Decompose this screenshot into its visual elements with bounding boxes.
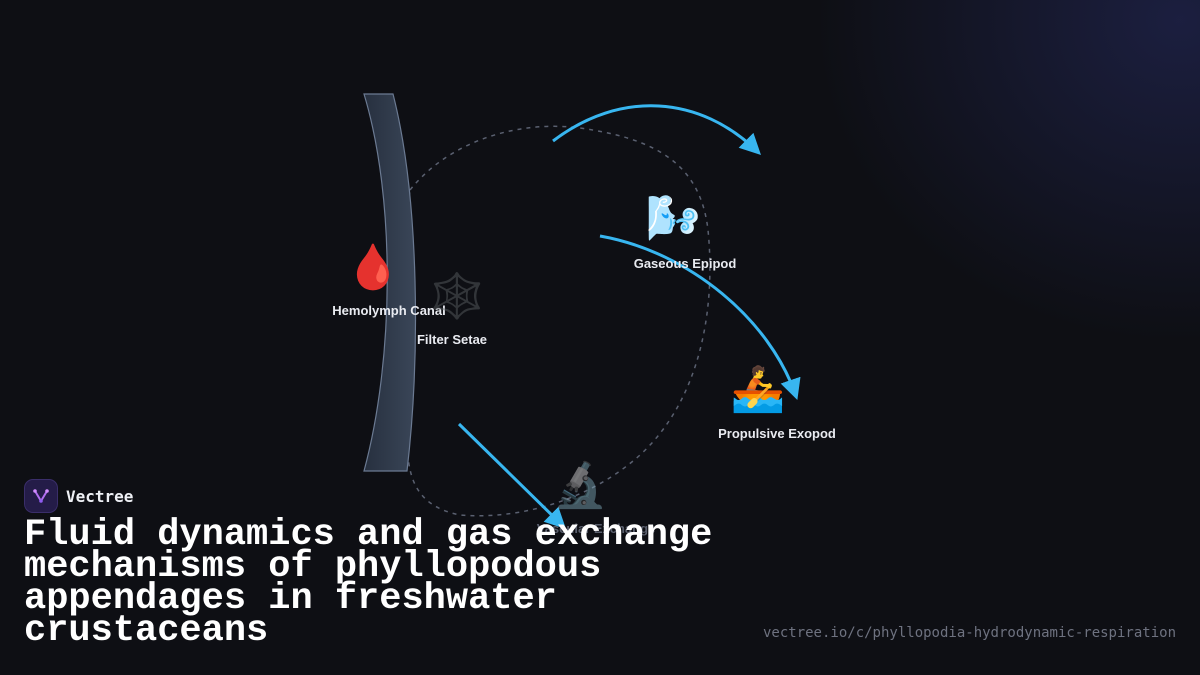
arrow-top-curve bbox=[552, 104, 761, 155]
node-label-propulsive-exopod: Propulsive Exopod bbox=[718, 426, 836, 441]
node-label-gaseous-epipod: Gaseous Epipod bbox=[633, 256, 737, 271]
arrow-epipod-to-exopod bbox=[599, 234, 801, 400]
node-label-vascular-exchange: Vascular Exchange bbox=[536, 521, 656, 536]
appendage-outline bbox=[405, 125, 711, 517]
page-title: Fluid dynamics and gas exchange mechanis… bbox=[24, 514, 713, 652]
appendage-plate bbox=[363, 93, 417, 472]
rowboat-icon: 🚣 bbox=[730, 365, 786, 414]
arrow-diagonal-down bbox=[457, 422, 566, 529]
brand-name: Vectree bbox=[66, 486, 134, 506]
spider-web-icon: 🕸️ bbox=[429, 272, 485, 321]
wind-face-icon: 🌬️ bbox=[645, 194, 701, 243]
vectree-logo-icon bbox=[24, 479, 58, 513]
brand: Vectree bbox=[24, 479, 133, 513]
node-label-hemolymph-canal: Hemolymph Canal bbox=[332, 303, 446, 318]
source-url[interactable]: vectree.io/c/phyllopodia-hydrodynamic-re… bbox=[762, 625, 1176, 641]
blood-drop-icon: 🩸 bbox=[345, 243, 401, 292]
node-label-filter-setae: Filter Setae bbox=[416, 332, 488, 347]
microscope-icon: 🔬 bbox=[552, 461, 608, 510]
